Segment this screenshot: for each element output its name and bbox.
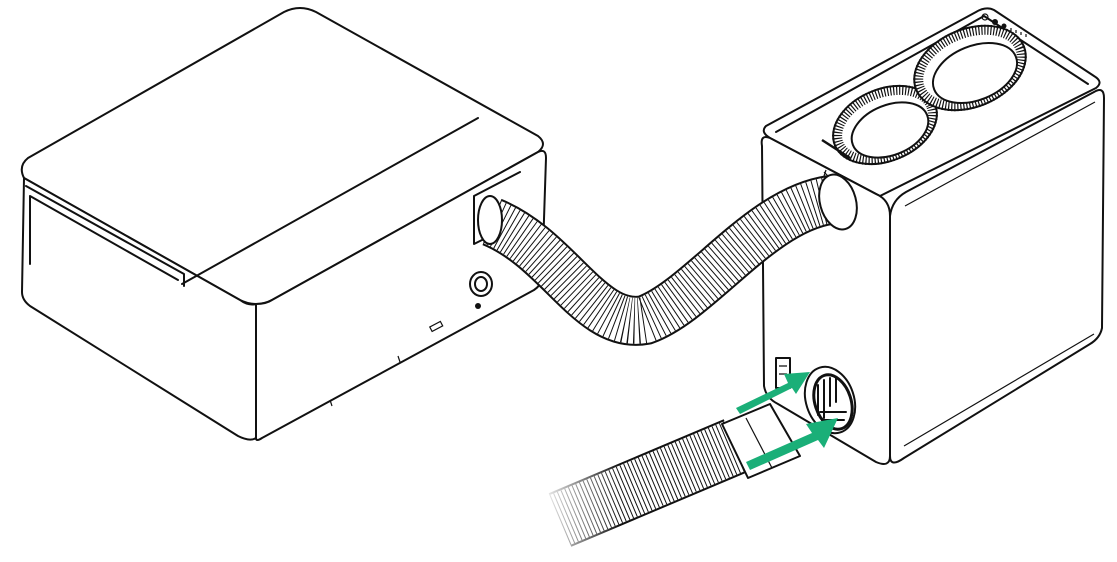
label-mark [821, 138, 851, 160]
fan-1-icon [832, 84, 938, 166]
lid-seam [181, 117, 479, 285]
air-purifier-unit [760, 7, 1105, 465]
power-knob-icon [469, 271, 493, 309]
connecting-hose [477, 173, 858, 346]
fan-2-icon [913, 24, 1027, 112]
engraver-left-face [21, 177, 257, 441]
hose-cuff-left [477, 195, 503, 245]
purifier-right-face [889, 89, 1105, 464]
intake-hose [540, 400, 801, 562]
side-window [29, 195, 179, 281]
airflow-arrow [736, 372, 838, 470]
lid-front-edge [25, 185, 185, 287]
control-buttons-icon [981, 13, 1027, 37]
intake-grille-icon [803, 365, 857, 435]
engraver-unit [20, 7, 547, 441]
hose-cuff-right [818, 173, 858, 231]
usb-slot-icon [428, 320, 444, 333]
hose-adapter [721, 403, 801, 479]
